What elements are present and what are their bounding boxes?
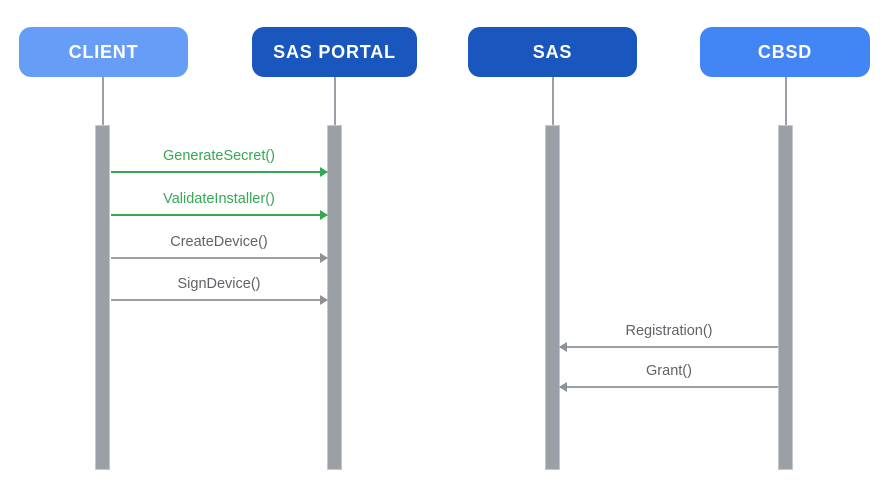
message-generate-secret: GenerateSecret()	[111, 147, 328, 177]
actor-label-sas: SAS	[532, 41, 573, 62]
lifeline-cbsd	[785, 77, 787, 125]
activation-bar-sas	[545, 125, 560, 470]
arrow-right-icon	[111, 210, 328, 220]
message-create-device: CreateDevice()	[111, 233, 328, 263]
activation-bar-cbsd	[778, 125, 793, 470]
message-validate-installer: ValidateInstaller()	[111, 190, 328, 220]
message-label-validate-installer: ValidateInstaller()	[163, 191, 275, 207]
actor-box-client: CLIENT	[19, 27, 188, 77]
message-label-create-device: CreateDevice()	[170, 234, 268, 250]
message-registration: Registration()	[559, 322, 778, 352]
arrow-right-icon	[111, 253, 328, 263]
activation-bar-sas-portal	[327, 125, 342, 470]
lifeline-sas-portal	[334, 77, 336, 125]
message-label-grant: Grant()	[646, 363, 692, 379]
arrow-left-icon	[559, 342, 778, 352]
actor-box-sas: SAS	[468, 27, 637, 77]
activation-bar-client	[95, 125, 110, 470]
actor-label-cbsd: CBSD	[757, 41, 813, 62]
arrow-right-icon	[111, 295, 328, 305]
lifeline-client	[102, 77, 104, 125]
message-label-sign-device: SignDevice()	[177, 276, 261, 292]
actor-label-client: CLIENT	[68, 41, 139, 62]
arrow-right-icon	[111, 167, 328, 177]
actor-label-sas-portal: SAS PORTAL	[273, 41, 396, 62]
arrow-left-icon	[559, 382, 778, 392]
message-label-registration: Registration()	[625, 323, 713, 339]
actor-box-cbsd: CBSD	[700, 27, 870, 77]
actor-box-sas-portal: SAS PORTAL	[252, 27, 417, 77]
message-label-generate-secret: GenerateSecret()	[162, 148, 276, 164]
message-sign-device: SignDevice()	[111, 275, 328, 305]
lifeline-sas	[552, 77, 554, 125]
message-grant: Grant()	[559, 362, 778, 392]
